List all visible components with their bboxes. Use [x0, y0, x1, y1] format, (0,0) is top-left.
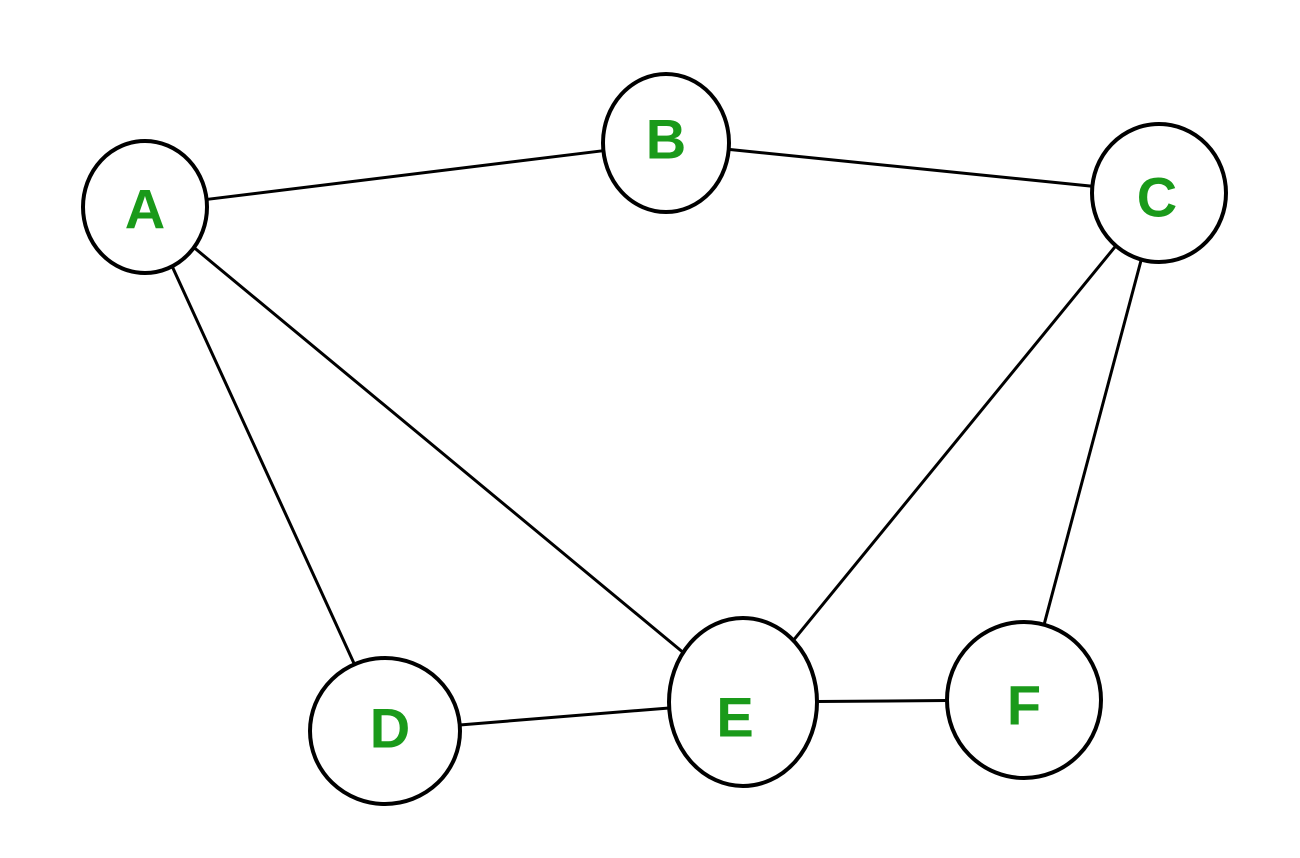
nodes-layer: A B C D E F: [81, 72, 1228, 806]
node-a: A: [81, 139, 209, 275]
edge-c-e: [792, 244, 1118, 642]
edge-c-f: [1042, 259, 1143, 626]
node-label-e: E: [716, 686, 753, 749]
node-label-f: F: [1007, 674, 1041, 737]
node-d: D: [308, 656, 462, 806]
node-circle-c: [1090, 122, 1228, 264]
edge-b-c: [728, 147, 1093, 188]
node-circle-f: [945, 620, 1103, 780]
node-label-b: B: [646, 108, 686, 171]
node-label-a: A: [125, 178, 165, 241]
node-circle-a: [81, 139, 209, 275]
node-e: E: [667, 616, 819, 788]
node-b: B: [601, 72, 731, 214]
node-f: F: [945, 620, 1103, 780]
node-circle-b: [601, 72, 731, 214]
edge-a-d: [170, 265, 356, 665]
node-circle-e: [667, 616, 819, 788]
edge-d-e: [459, 706, 670, 727]
node-circle-d: [308, 656, 462, 806]
edge-a-b: [206, 149, 604, 201]
node-label-d: D: [370, 697, 410, 760]
edge-e-f: [816, 699, 948, 703]
node-label-c: C: [1137, 166, 1177, 229]
edges-layer: [170, 147, 1143, 727]
edge-a-e: [192, 246, 685, 654]
node-c: C: [1090, 122, 1228, 264]
